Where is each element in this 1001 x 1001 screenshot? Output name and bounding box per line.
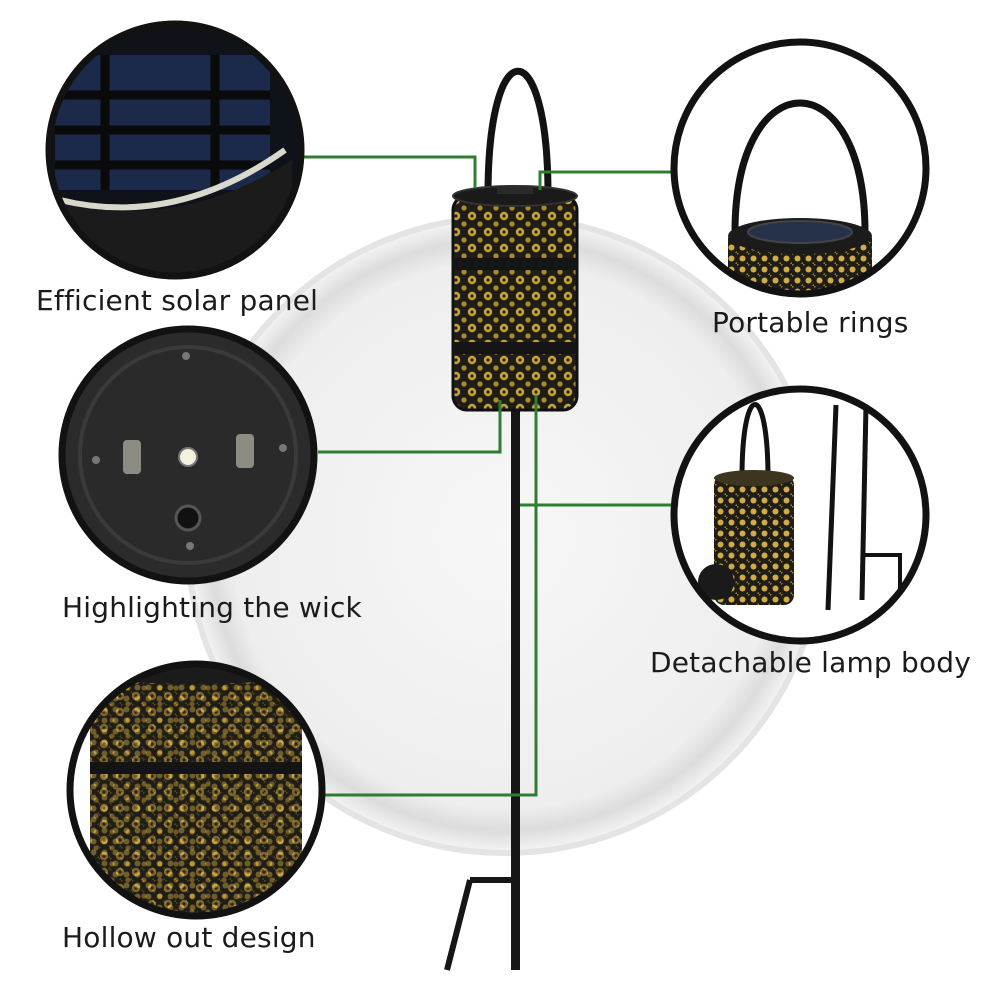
label-solar-panel: Efficient solar panel	[36, 284, 319, 317]
callout-solar-panel	[45, 20, 305, 280]
ring-handle-icon	[731, 99, 869, 233]
label-portable-rings: Portable rings	[712, 306, 909, 339]
stake-pole	[511, 405, 520, 970]
leader-hollow	[321, 395, 538, 797]
led-wick-icon	[178, 447, 198, 467]
lamp-body-icon	[714, 475, 794, 605]
leader-lines	[304, 155, 675, 797]
solar-cells-icon	[55, 55, 270, 190]
lantern-body	[453, 196, 577, 410]
leader-rings	[538, 170, 675, 190]
label-highlighting-wick: Highlighting the wick	[62, 591, 362, 624]
stake-foot	[444, 877, 511, 971]
label-hollow-design: Hollow out design	[62, 921, 316, 954]
switch-button-icon	[174, 504, 202, 532]
callout-portable-rings	[670, 38, 930, 298]
callout-hollow-design	[66, 660, 326, 920]
lantern-handle	[484, 67, 552, 196]
callout-highlighting-wick	[58, 325, 318, 585]
lantern-product	[444, 67, 579, 971]
label-detachable-body: Detachable lamp body	[650, 646, 972, 679]
leader-wick	[318, 400, 502, 454]
stake-part-icon	[825, 404, 839, 611]
callout-detachable-body	[670, 385, 930, 645]
leader-solar	[304, 155, 477, 188]
